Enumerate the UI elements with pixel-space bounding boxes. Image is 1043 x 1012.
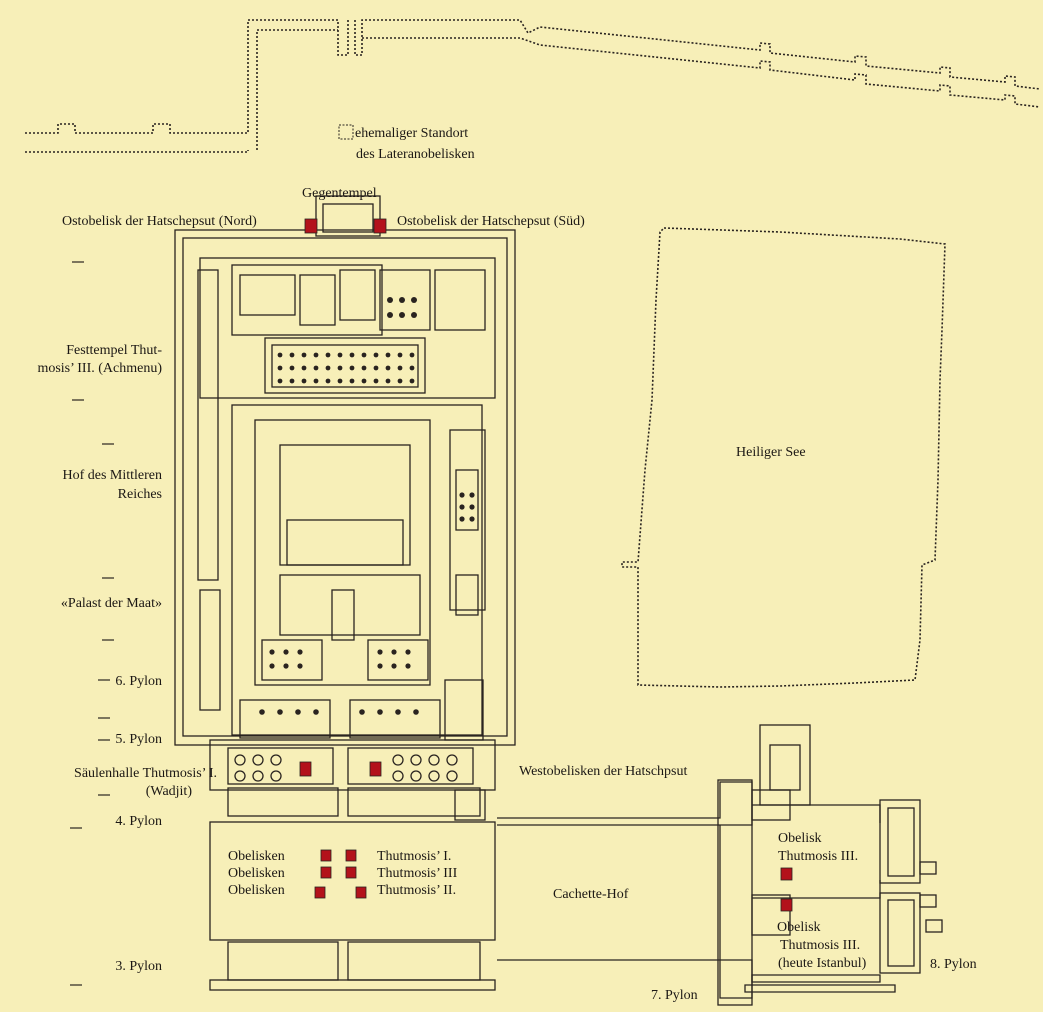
column-rows xyxy=(259,297,475,715)
obelisk-markers xyxy=(299,218,793,912)
obelisk-thutmosis-i-left xyxy=(320,849,332,862)
obelisk-thutmosis-iii-istanbul xyxy=(780,898,793,912)
obelisken-label-3: Obelisken xyxy=(228,883,285,898)
east-obelisk-north-label: Ostobelisk der Hatschepsut (Nord) xyxy=(62,214,257,229)
obelisk-thutmosis-iii-right xyxy=(345,866,357,879)
east-obelisk-south-label: Ostobelisk der Hatschepsut (Süd) xyxy=(397,214,585,229)
obelisk-b-label-1: Obelisk xyxy=(777,920,821,935)
middle-kingdom-court-label-1: Hof des Mittleren xyxy=(62,468,162,483)
lateran-label-2: des Lateranobelisken xyxy=(356,147,475,162)
saeulenhalle-label-2: (Wadjit) xyxy=(145,784,192,799)
obelisk-b-label-2: Thutmosis III. xyxy=(780,938,861,953)
temple-walls xyxy=(174,195,943,1006)
thutmosis-iii-label: Thutmosis’ III xyxy=(377,866,458,881)
obelisk-thutmosis-iii-left xyxy=(320,866,332,879)
pylon-4-label: 4. Pylon xyxy=(115,814,162,829)
obelisk-thutmosis-i-right xyxy=(345,849,357,862)
obelisk-b-label-3: (heute Istanbul) xyxy=(778,956,867,971)
festtempel-label-1: Festtempel Thut- xyxy=(66,343,162,358)
obelisk-thutmosis-iii-8th-a xyxy=(780,867,793,881)
sacred-lake-outline xyxy=(621,227,946,688)
east-obelisk-south xyxy=(373,218,387,234)
lateran-label-1: ehemaliger Standort xyxy=(355,126,469,141)
outer-enclosure-wall xyxy=(25,19,1041,153)
wadjit-obelisk-west xyxy=(299,761,312,777)
cachette-court-label: Cachette-Hof xyxy=(553,887,629,902)
palast-der-maat-label: «Palast der Maat» xyxy=(60,596,162,611)
pylon-7-label: 7. Pylon xyxy=(651,988,698,1003)
pylon-6-label: 6. Pylon xyxy=(115,674,162,689)
thutmosis-ii-label: Thutmosis’ II. xyxy=(377,883,457,898)
lateran-site-marker xyxy=(338,124,354,140)
obelisken-label-2: Obelisken xyxy=(228,866,285,881)
festtempel-label-2: mosis’ III. (Achmenu) xyxy=(37,361,162,376)
obelisk-a-label-2: Thutmosis III. xyxy=(778,849,859,864)
obelisk-thutmosis-ii-right xyxy=(355,886,367,899)
sacred-lake-label: Heiliger See xyxy=(736,445,806,460)
obelisk-a-label-1: Obelisk xyxy=(778,831,822,846)
margin-ticks xyxy=(70,261,114,986)
pylon-8-label: 8. Pylon xyxy=(930,957,977,972)
thutmosis-i-label: Thutmosis’ I. xyxy=(377,849,452,864)
pylon-5-label: 5. Pylon xyxy=(115,732,162,747)
middle-kingdom-court-label-2: Reiches xyxy=(117,487,162,502)
west-obelisks-label: Westobelisken der Hatschpsut xyxy=(519,764,688,779)
obelisk-thutmosis-ii-left xyxy=(314,886,326,899)
east-obelisk-north xyxy=(304,218,318,234)
wadjit-obelisk-east xyxy=(369,761,382,777)
pylon-3-label: 3. Pylon xyxy=(115,959,162,974)
saeulenhalle-label-1: Säulenhalle Thutmosis’ I. xyxy=(74,766,217,781)
wadjit-columns xyxy=(234,754,458,782)
obelisken-label-1: Obelisken xyxy=(228,849,285,864)
gegentempel-label: Gegentempel xyxy=(302,186,377,201)
